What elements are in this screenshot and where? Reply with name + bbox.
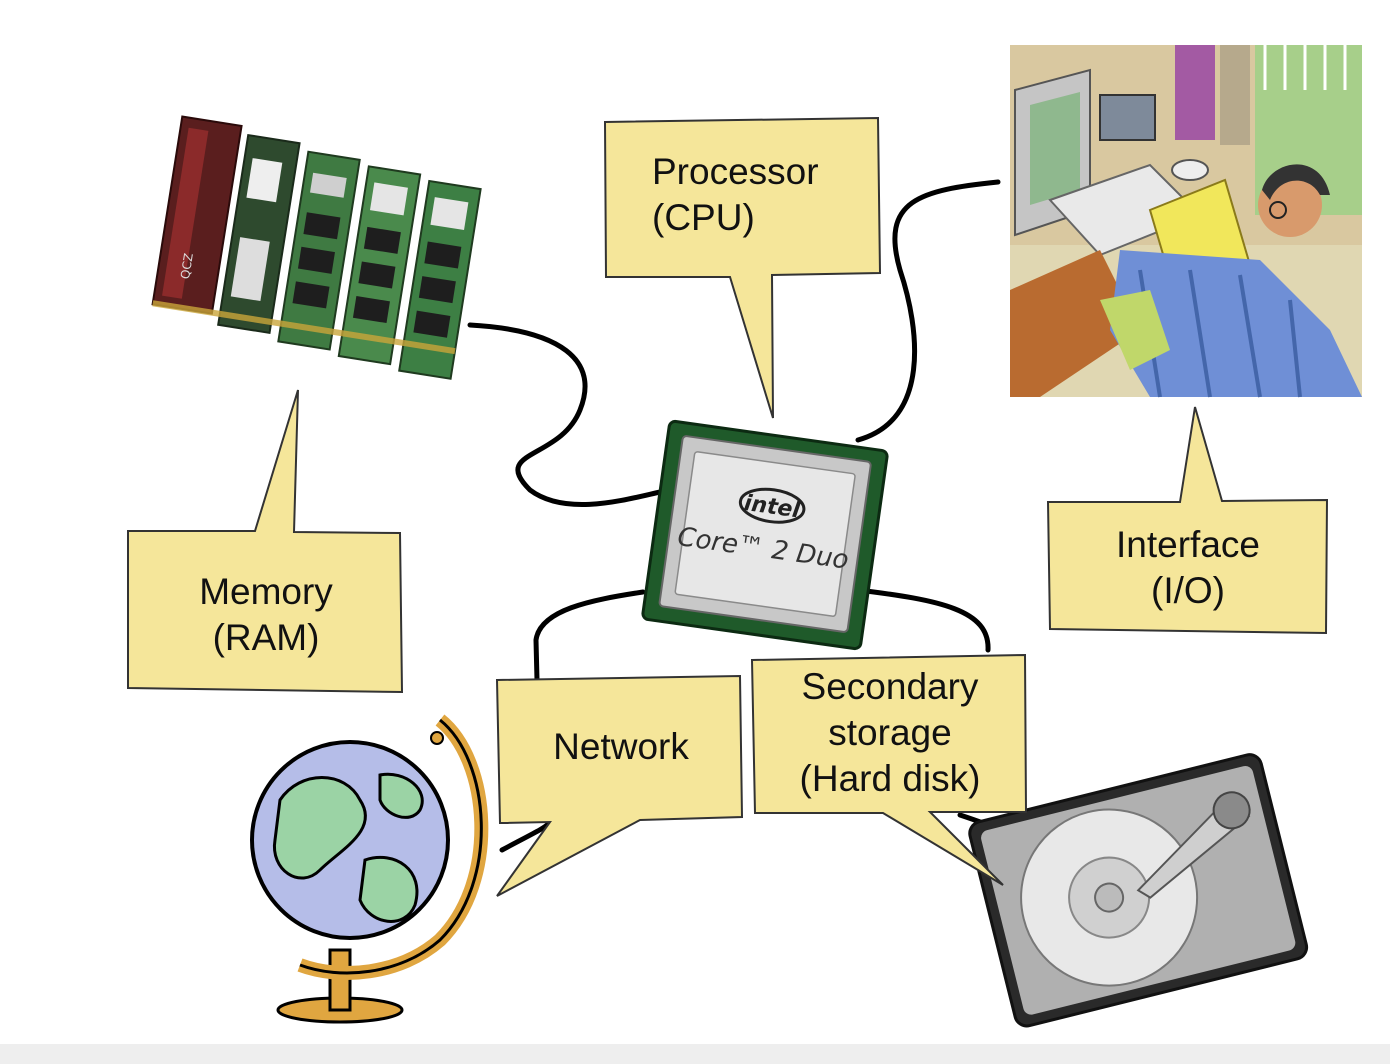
processor-callout-shape <box>603 116 882 419</box>
ram-modules-icon: QCZ <box>151 115 482 380</box>
ram-brand-label: QCZ <box>178 252 196 280</box>
globe-icon <box>250 714 489 1024</box>
wire-cpu-interface <box>855 179 1001 443</box>
hard-disk-icon <box>968 753 1309 1028</box>
cpu-chip-icon: intel Core™ 2 Duo <box>641 419 889 651</box>
memory-callout-shape <box>127 389 404 694</box>
storage-callout-line3: (Hard disk) <box>799 758 981 799</box>
interface-callout-line1: Interface <box>1116 524 1260 565</box>
network-callout-shape <box>495 674 744 897</box>
network-callout: Network <box>500 722 742 772</box>
storage-callout-shape <box>750 653 1028 886</box>
wire-cpu-storage <box>855 587 991 653</box>
office-worker-icon <box>1010 45 1362 398</box>
processor-callout-line1: Processor <box>652 151 819 192</box>
memory-callout: Memory (RAM) <box>130 565 402 665</box>
storage-callout: Secondary storage (Hard disk) <box>755 658 1025 808</box>
bottom-bar <box>0 1044 1390 1064</box>
wire-cpu-network <box>533 589 646 683</box>
storage-callout-line2: storage <box>828 712 952 753</box>
callouts <box>127 116 1329 897</box>
interface-callout-line2: (I/O) <box>1151 570 1225 611</box>
interface-callout-shape <box>1046 406 1329 635</box>
interface-callout: Interface (I/O) <box>1050 518 1326 618</box>
wire-cpu-memory <box>467 322 673 507</box>
memory-callout-line2: (RAM) <box>212 617 320 658</box>
storage-callout-line1: Secondary <box>801 666 979 707</box>
memory-callout-line1: Memory <box>199 571 333 612</box>
processor-callout: Processor (CPU) <box>652 145 872 245</box>
processor-callout-line2: (CPU) <box>652 197 755 238</box>
network-callout-line1: Network <box>553 726 689 767</box>
